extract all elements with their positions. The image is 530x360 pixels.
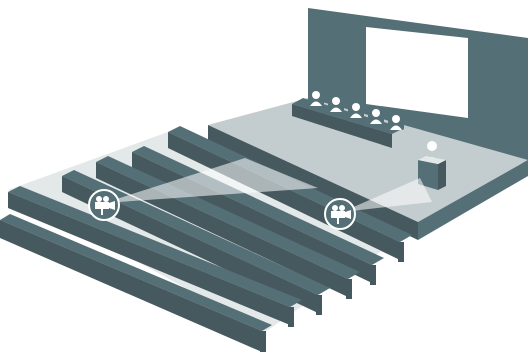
panel-member-icon [308, 90, 324, 106]
projection-screen [366, 27, 468, 118]
camera-left [89, 190, 119, 220]
camera-right [325, 199, 355, 229]
panel-member-icon [348, 102, 364, 118]
panel-member-icon [328, 96, 344, 112]
panel-member-icon [388, 114, 404, 130]
panel-member-icon [368, 108, 384, 124]
